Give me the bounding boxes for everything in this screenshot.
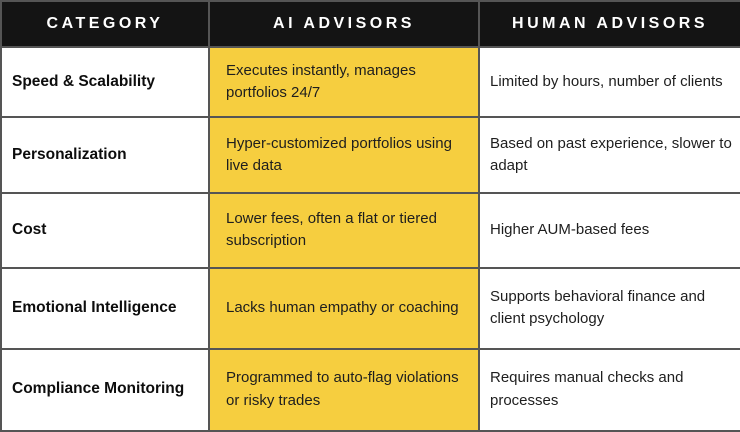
header-row: CATEGORY AI ADVISORS HUMAN ADVISORS xyxy=(0,0,740,48)
human-advisors-cell: Supports behavioral finance and client p… xyxy=(478,267,740,350)
human-advisors-cell: Based on past experience, slower to adap… xyxy=(478,116,740,194)
human-advisors-cell: Requires manual checks and processes xyxy=(478,347,740,432)
header-human-advisors: HUMAN ADVISORS xyxy=(478,0,740,48)
ai-advisors-cell: Lower fees, often a flat or tiered subsc… xyxy=(208,191,480,270)
human-advisors-cell: Limited by hours, number of clients xyxy=(478,45,740,119)
table-row: Compliance Monitoring Programmed to auto… xyxy=(0,347,740,432)
table-row: Speed & Scalability Executes instantly, … xyxy=(0,45,740,119)
ai-advisors-cell: Programmed to auto-flag violations or ri… xyxy=(208,347,480,432)
category-cell: Personalization xyxy=(0,116,210,194)
table-row: Emotional Intelligence Lacks human empat… xyxy=(0,267,740,350)
header-category: CATEGORY xyxy=(0,0,210,48)
category-cell: Emotional Intelligence xyxy=(0,267,210,350)
human-advisors-cell: Higher AUM-based fees xyxy=(478,191,740,270)
category-cell: Speed & Scalability xyxy=(0,45,210,119)
ai-advisors-cell: Executes instantly, manages portfolios 2… xyxy=(208,45,480,119)
header-ai-advisors: AI ADVISORS xyxy=(208,0,480,48)
ai-advisors-cell: Lacks human empathy or coaching xyxy=(208,267,480,350)
table-row: Cost Lower fees, often a flat or tiered … xyxy=(0,191,740,270)
ai-advisors-cell: Hyper-customized portfolios using live d… xyxy=(208,116,480,194)
category-cell: Compliance Monitoring xyxy=(0,347,210,432)
table-row: Personalization Hyper-customized portfol… xyxy=(0,116,740,194)
category-cell: Cost xyxy=(0,191,210,270)
